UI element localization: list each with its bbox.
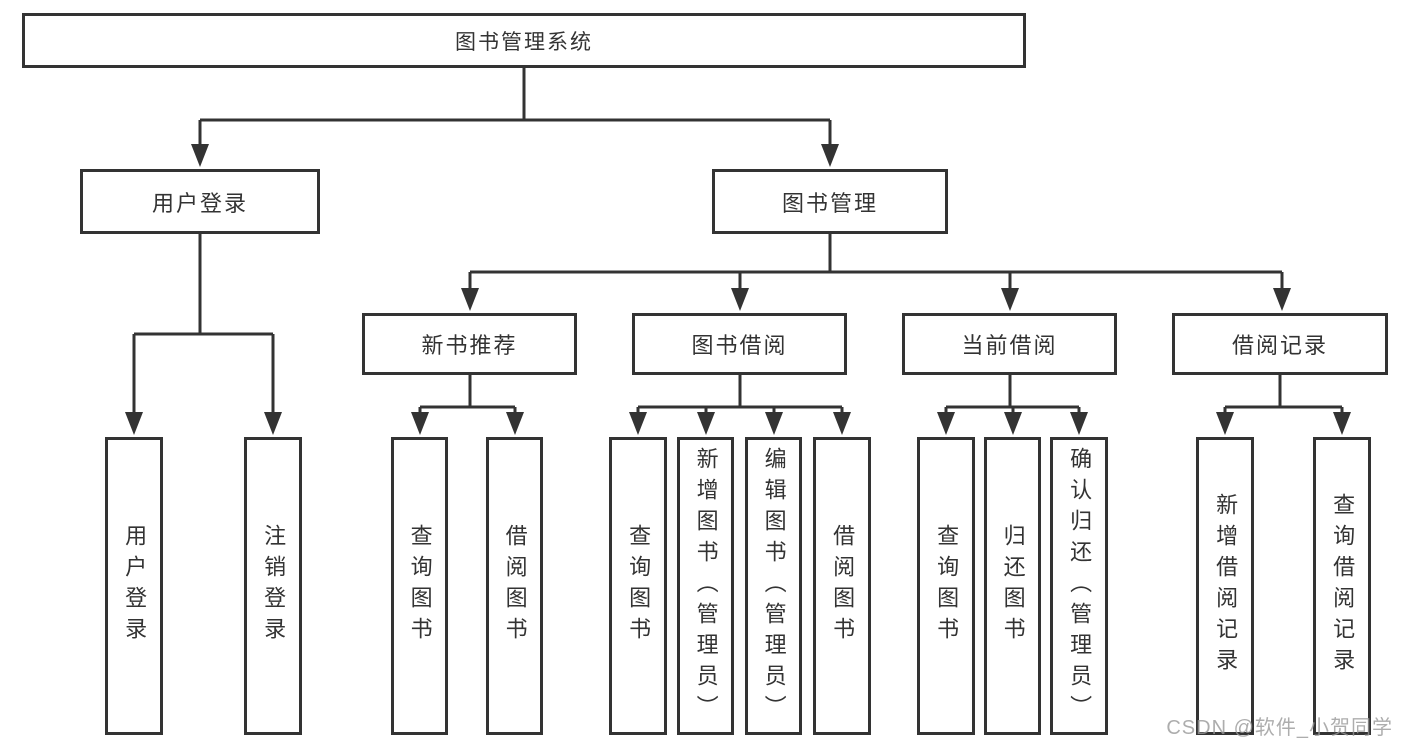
leaf-add-book-admin: 新增图书（管理员）	[677, 437, 734, 735]
node-user-login: 用户登录	[80, 169, 320, 234]
leaf-query-books-current: 查询图书	[917, 437, 975, 735]
leaf-add-borrow-record: 新增借阅记录	[1196, 437, 1254, 735]
node-book-management: 图书管理	[712, 169, 948, 234]
leaf-query-books-newbooks: 查询图书	[391, 437, 448, 735]
leaf-query-borrow-record: 查询借阅记录	[1313, 437, 1371, 735]
node-book-borrowing: 图书借阅	[632, 313, 847, 375]
csdn-watermark: CSDN @软件_小贺同学	[1166, 717, 1393, 739]
leaf-query-books-borrowing: 查询图书	[609, 437, 667, 735]
arrowheads	[125, 144, 1351, 435]
leaf-borrow-books-borrowing: 借阅图书	[813, 437, 871, 735]
node-borrowing-records: 借阅记录	[1172, 313, 1388, 375]
node-library-management-system: 图书管理系统	[22, 13, 1026, 68]
node-current-borrowing: 当前借阅	[902, 313, 1117, 375]
leaf-confirm-return-admin: 确认归还（管理员）	[1050, 437, 1108, 735]
node-new-book-recommendation: 新书推荐	[362, 313, 577, 375]
leaf-user-login: 用户登录	[105, 437, 163, 735]
leaf-edit-book-admin: 编辑图书（管理员）	[745, 437, 802, 735]
leaf-borrow-books-newbooks: 借阅图书	[486, 437, 543, 735]
leaf-return-book: 归还图书	[984, 437, 1041, 735]
leaf-logout: 注销登录	[244, 437, 302, 735]
